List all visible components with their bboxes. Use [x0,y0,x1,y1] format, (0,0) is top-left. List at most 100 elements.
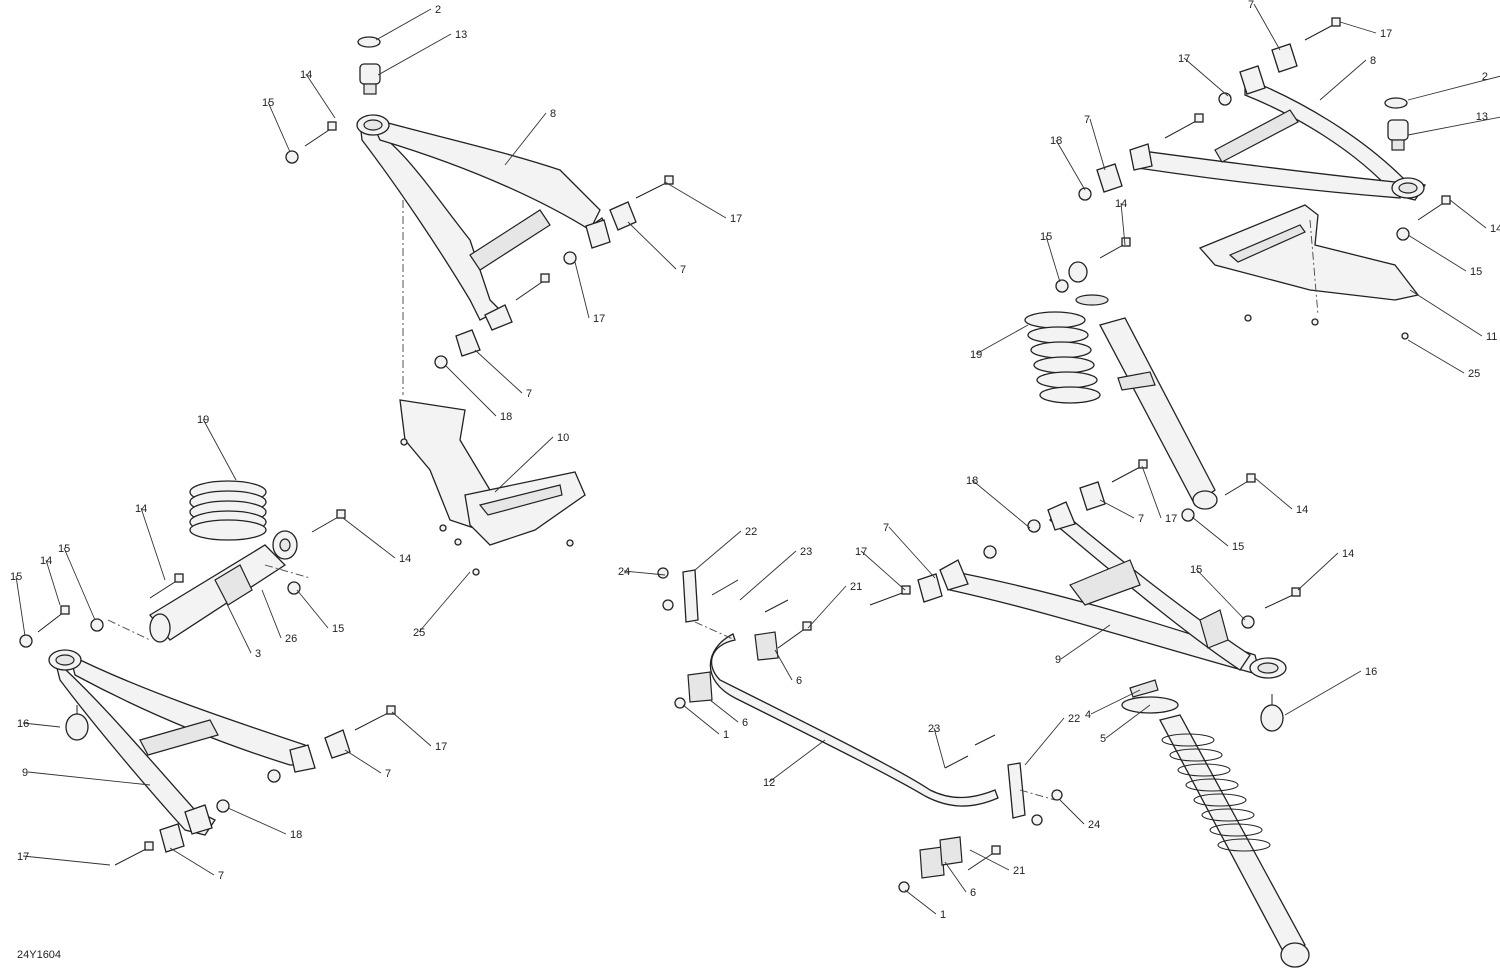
callout-leader [22,722,61,728]
callout-label: 4 [1085,709,1091,721]
callout-label: 17 [730,213,742,225]
callout-leader [904,889,937,915]
callout-leader [1407,116,1500,136]
callout-label: 14 [1342,548,1354,560]
callout-leader [807,585,847,629]
callout-label: 2 [1482,71,1488,83]
callout-leader [494,436,554,493]
callout-leader [1183,57,1229,97]
callout-label: 7 [218,870,224,882]
callout-label: 15 [1470,266,1482,278]
callout-label: 7 [680,264,686,276]
callout-leader [1409,289,1483,337]
callout-leader [267,101,291,153]
callout-leader [140,507,166,581]
callout-label: 1 [723,729,729,741]
callout-label: 6 [796,675,802,687]
callout-label: 22 [1068,713,1080,725]
callout-label: 15 [1190,564,1202,576]
callout-label: 14 [1490,223,1500,235]
callout-leader [1339,21,1377,34]
right-coil-spring [1024,311,1101,404]
callout-leader [774,649,793,681]
callout-leader [375,8,432,41]
callout-leader [1195,568,1246,621]
left-upper-bolts [285,121,674,369]
callout-label: 26 [285,633,297,645]
callout-label: 7 [526,388,532,400]
callout-leader [1319,59,1367,101]
callout-label: 16 [17,718,29,730]
callout-leader [1297,552,1339,591]
callout-leader [305,73,336,119]
callout-label: 18 [966,475,978,487]
callout-label: 11 [1486,331,1497,343]
callout-leader [933,727,946,769]
callout-leader [709,699,739,723]
callout-leader [1254,477,1293,510]
right-upper-ball-joint [1384,97,1409,151]
callout-leader [627,221,677,270]
callout-leader [888,526,936,579]
callout-leader [1024,717,1065,766]
callout-leader [169,847,215,876]
callout-label: 2 [435,4,441,16]
callout-label: 17 [1178,53,1190,65]
callout-label: 15 [262,97,274,109]
callout-leader [27,771,151,786]
callout-leader [15,575,26,637]
callout-leader [261,589,282,639]
callout-labels: 2131415817717718191014141514151526325169… [10,0,1500,921]
callout-label: 14 [300,69,312,81]
callout-label: 22 [745,526,757,538]
callout-leader [227,807,287,835]
callout-leader [1191,516,1229,547]
callout-leader [444,364,497,417]
callout-label: 14 [1296,504,1308,516]
left-shock-absorber [19,509,346,648]
callout-label: 19 [197,414,209,426]
callout-label: 7 [1084,114,1090,126]
callout-leader [682,704,720,735]
callout-label: 8 [1370,55,1376,67]
callout-label: 19 [970,349,982,361]
callout-label: 17 [1165,513,1177,525]
right-upper-shock [1055,237,1256,522]
callout-leader [574,261,590,319]
callout-label: 9 [1055,654,1061,666]
left-upper-a-arm [356,114,609,331]
callout-leader [1449,199,1487,229]
callout-label: 24 [1088,819,1100,831]
callout-leader [1090,689,1141,715]
callout-leader [296,589,329,629]
left-lower-bushings [114,705,396,866]
callout-leader [1105,704,1151,739]
callout-leader [1055,139,1086,191]
callout-leader [1407,234,1467,272]
right-upper-a-arm [1129,65,1427,201]
callout-leader [344,749,382,774]
callout-leader [694,530,742,571]
callout-label: 17 [1380,28,1392,40]
right-skid-bracket [1198,204,1420,340]
callout-label: 8 [550,108,556,120]
right-upper-bushings [1078,17,1451,241]
callout-leader [474,349,523,394]
callout-label: 3 [255,648,261,660]
callout-label: 15 [1040,231,1052,243]
callout-leader [1407,339,1465,374]
callout-leader [391,711,432,747]
callout-leader [22,855,111,866]
callout-label: 12 [763,777,775,789]
callout-leader [202,418,237,481]
sway-bar [657,567,1063,893]
callout-leader [1407,75,1500,101]
callout-label: 21 [1013,865,1025,877]
callout-label: 9 [22,767,28,779]
callout-label: 17 [593,313,605,325]
callout-leader [1089,118,1106,171]
callout-label: 13 [1476,111,1488,123]
callout-leader [225,601,252,654]
callout-label: 14 [1115,198,1127,210]
